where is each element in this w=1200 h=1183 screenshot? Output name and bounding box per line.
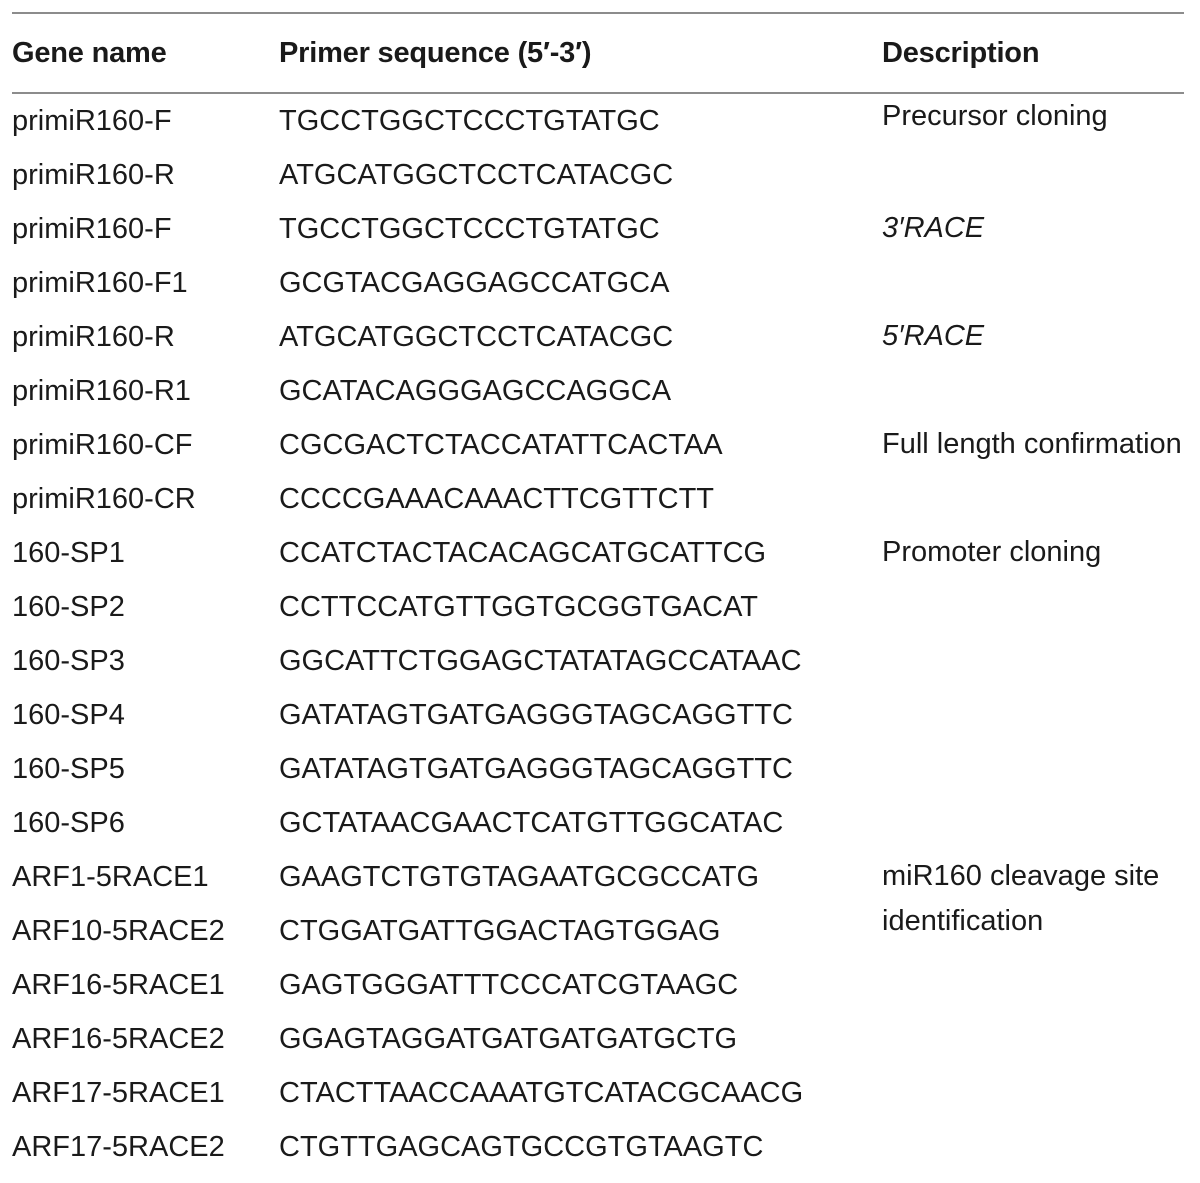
table-row: primiR160-R ATGCATGGCTCCTCATACGC 5′RACE: [12, 310, 1184, 364]
header-gene-name: Gene name: [12, 36, 167, 69]
primer-sequence-cell: GAAGTCTGTGTAGAATGCGCCATG: [279, 860, 760, 893]
primer-sequence-cell: GCTATAACGAACTCATGTTGGCATAC: [279, 806, 784, 839]
table-row: 160-SP3 GGCATTCTGGAGCTATATAGCCATAAC: [12, 634, 1184, 688]
table-header-rule: [12, 92, 1184, 94]
primer-table: Gene name Primer sequence (5′-3′) Descri…: [12, 14, 1184, 1174]
description-cell: Promoter cloning: [882, 536, 1102, 568]
gene-name-cell: 160-SP3: [12, 644, 125, 677]
table-top-rule: [12, 12, 1184, 14]
gene-name-cell: 160-SP5: [12, 752, 125, 785]
table-row: primiR160-F TGCCTGGCTCCCTGTATGC 3′RACE: [12, 202, 1184, 256]
gene-name-cell: ARF16-5RACE2: [12, 1022, 225, 1055]
primer-sequence-cell: GAGTGGGATTTCCCATCGTAAGC: [279, 968, 739, 1001]
primer-sequence-cell: GCATACAGGGAGCCAGGCA: [279, 374, 672, 407]
table-row: primiR160-F TGCCTGGCTCCCTGTATGC Precurso…: [12, 92, 1184, 148]
table-row: ARF17-5RACE1 CTACTTAACCAAATGTCATACGCAACG: [12, 1066, 1184, 1120]
table-row: 160-SP2 CCTTCCATGTTGGTGCGGTGACAT: [12, 580, 1184, 634]
gene-name-cell: ARF1-5RACE1: [12, 860, 209, 893]
header-description: Description: [882, 36, 1040, 69]
primer-sequence-cell: GGCATTCTGGAGCTATATAGCCATAAC: [279, 644, 802, 677]
primer-sequence-cell: GATATAGTGATGAGGGTAGCAGGTTC: [279, 698, 793, 731]
description-cell: Full length confirmation: [882, 428, 1182, 460]
primer-sequence-cell: CCATCTACTACACAGCATGCATTCG: [279, 536, 767, 569]
primer-sequence-cell: ATGCATGGCTCCTCATACGC: [279, 158, 674, 191]
table-row: ARF10-5RACE2 CTGGATGATTGGACTAGTGGAG: [12, 904, 1184, 958]
table-row: primiR160-R ATGCATGGCTCCTCATACGC: [12, 148, 1184, 202]
primer-sequence-cell: CCCCGAAACAAACTTCGTTCTT: [279, 482, 714, 515]
table-row: 160-SP5 GATATAGTGATGAGGGTAGCAGGTTC: [12, 742, 1184, 796]
gene-name-cell: ARF10-5RACE2: [12, 914, 225, 947]
table-row: ARF16-5RACE1 GAGTGGGATTTCCCATCGTAAGC: [12, 958, 1184, 1012]
description-cell: Precursor cloning: [882, 100, 1108, 132]
gene-name-cell: primiR160-F: [12, 104, 172, 137]
gene-name-cell: primiR160-R1: [12, 374, 191, 407]
primer-sequence-cell: CTACTTAACCAAATGTCATACGCAACG: [279, 1076, 804, 1109]
primer-sequence-cell: CTGGATGATTGGACTAGTGGAG: [279, 914, 721, 947]
gene-name-cell: 160-SP6: [12, 806, 125, 839]
gene-name-cell: primiR160-R: [12, 158, 175, 191]
gene-name-cell: ARF17-5RACE1: [12, 1076, 225, 1109]
gene-name-cell: primiR160-F1: [12, 266, 188, 299]
gene-name-cell: primiR160-F: [12, 212, 172, 245]
table-row: primiR160-R1 GCATACAGGGAGCCAGGCA: [12, 364, 1184, 418]
primer-sequence-cell: CCTTCCATGTTGGTGCGGTGACAT: [279, 590, 758, 623]
table-row: 160-SP1 CCATCTACTACACAGCATGCATTCG Promot…: [12, 526, 1184, 580]
table-row: ARF16-5RACE2 GGAGTAGGATGATGATGATGCTG: [12, 1012, 1184, 1066]
table-row: primiR160-CR CCCCGAAACAAACTTCGTTCTT: [12, 472, 1184, 526]
primer-sequence-cell: ATGCATGGCTCCTCATACGC: [279, 320, 674, 353]
gene-name-cell: 160-SP1: [12, 536, 125, 569]
primer-sequence-cell: CGCGACTCTACCATATTCACTAA: [279, 428, 723, 461]
gene-name-cell: primiR160-CR: [12, 482, 196, 515]
primer-sequence-cell: GATATAGTGATGAGGGTAGCAGGTTC: [279, 752, 793, 785]
primer-sequence-cell: CTGTTGAGCAGTGCCGTGTAAGTC: [279, 1130, 764, 1163]
gene-name-cell: primiR160-CF: [12, 428, 193, 461]
description-cell: 5′RACE: [882, 320, 985, 352]
table-row: primiR160-CF CGCGACTCTACCATATTCACTAA Ful…: [12, 418, 1184, 472]
table-row: ARF1-5RACE1 GAAGTCTGTGTAGAATGCGCCATG miR…: [12, 850, 1184, 937]
table-row: ARF17-5RACE2 CTGTTGAGCAGTGCCGTGTAAGTC: [12, 1120, 1184, 1174]
description-cell: 3′RACE: [882, 212, 985, 244]
table-row: 160-SP6 GCTATAACGAACTCATGTTGGCATAC: [12, 796, 1184, 850]
table-row: primiR160-F1 GCGTACGAGGAGCCATGCA: [12, 256, 1184, 310]
description-cell: miR160 cleavage site identification: [882, 860, 1160, 937]
primer-sequence-cell: GGAGTAGGATGATGATGATGCTG: [279, 1022, 738, 1055]
table-row: 160-SP4 GATATAGTGATGAGGGTAGCAGGTTC: [12, 688, 1184, 742]
gene-name-cell: ARF17-5RACE2: [12, 1130, 225, 1163]
gene-name-cell: 160-SP4: [12, 698, 125, 731]
table-header-row: Gene name Primer sequence (5′-3′) Descri…: [12, 14, 1184, 92]
header-primer-sequence: Primer sequence (5′-3′): [279, 36, 592, 69]
gene-name-cell: primiR160-R: [12, 320, 175, 353]
gene-name-cell: 160-SP2: [12, 590, 125, 623]
primer-sequence-cell: GCGTACGAGGAGCCATGCA: [279, 266, 670, 299]
primer-sequence-cell: TGCCTGGCTCCCTGTATGC: [279, 212, 660, 245]
gene-name-cell: ARF16-5RACE1: [12, 968, 225, 1001]
primer-sequence-cell: TGCCTGGCTCCCTGTATGC: [279, 104, 660, 137]
